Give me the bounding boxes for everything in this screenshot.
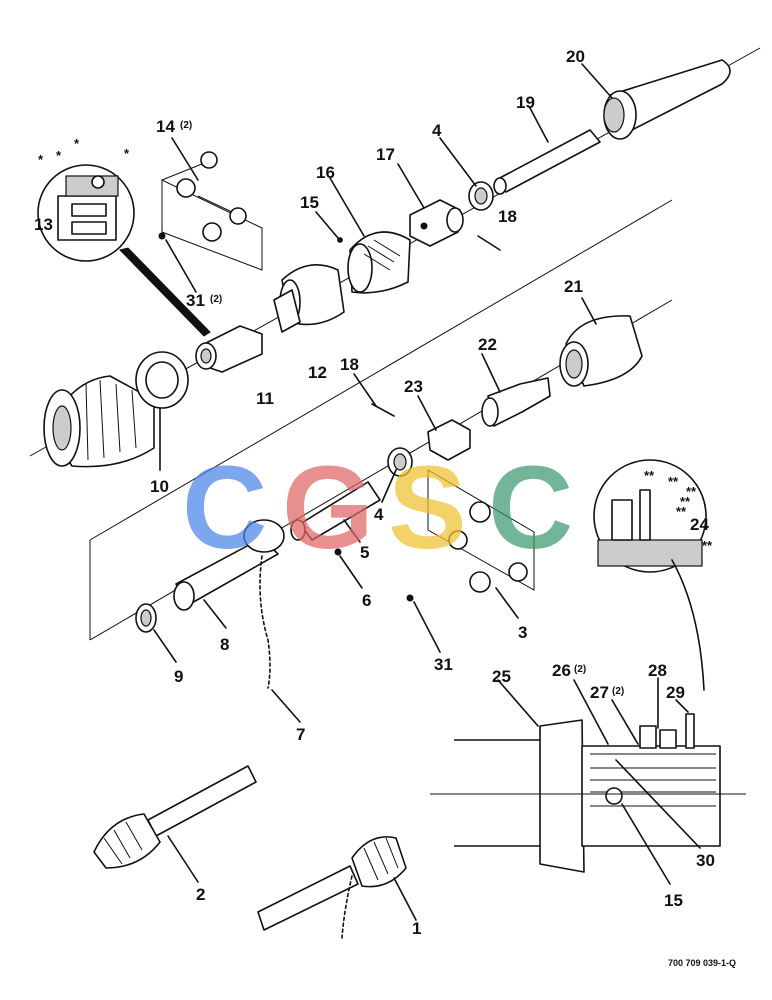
callout-2: 2 <box>196 885 205 904</box>
detail-24-marks: ** ** ** ** ** ** <box>644 468 713 553</box>
callout-29: 29 <box>666 683 685 702</box>
detail-24-mark-4: ** <box>680 494 691 509</box>
part-3-cross-kit <box>427 469 535 593</box>
callout-25: 25 <box>492 667 511 686</box>
detail-13-inset <box>37 164 211 337</box>
detail-24-inset <box>593 459 707 691</box>
callout-3: 3 <box>518 623 527 642</box>
part-17-yoke <box>409 199 464 247</box>
part-8-outer-tube <box>173 519 285 611</box>
callout-27-qty: (2) <box>612 686 624 697</box>
callout-15-lower: 15 <box>664 891 683 910</box>
leader-lines <box>153 63 701 921</box>
callout-31-upper-qty: (2) <box>210 294 222 305</box>
hub-section-detail <box>430 713 746 873</box>
part-9-ring <box>135 603 157 633</box>
detail-24-mark-3: ** <box>686 484 697 499</box>
part-2-shaft-assembly <box>93 765 257 869</box>
callout-22: 22 <box>478 335 497 354</box>
callout-4-upper: 4 <box>432 121 442 140</box>
reference-number: 700 709 039-1-Q <box>668 958 736 968</box>
part-31-clip-upper <box>158 232 166 240</box>
callout-20: 20 <box>566 47 585 66</box>
callout-14-qty: (2) <box>180 120 192 131</box>
part-4-ring-upper <box>468 181 494 211</box>
part-23-cross <box>427 419 471 461</box>
callout-31-lower: 31 <box>434 655 453 674</box>
callout-10: 10 <box>150 477 169 496</box>
part-19-inner-tube <box>493 129 601 195</box>
callout-11: 11 <box>256 389 274 408</box>
part-10-boot <box>43 351 189 468</box>
part-15-fitting-upper <box>337 237 343 243</box>
part-22-yoke-cone <box>481 377 551 427</box>
callout-26-qty: (2) <box>574 664 586 675</box>
part-4-ring-lower <box>387 447 413 477</box>
part-11-yoke <box>195 325 263 373</box>
callout-31-upper: 31 <box>186 291 205 310</box>
watermark-letter-2: G <box>282 442 374 574</box>
detail-13-mark-3: * <box>74 136 80 151</box>
callout-21: 21 <box>564 277 583 296</box>
callout-24: 24 <box>690 515 709 534</box>
detail-24-mark-2: ** <box>668 474 679 489</box>
callout-17: 17 <box>376 145 395 164</box>
part-18-pin-upper <box>477 235 501 251</box>
callout-15-upper: 15 <box>300 193 319 212</box>
part-1-shaft-assembly <box>257 836 407 939</box>
callout-9: 9 <box>174 667 183 686</box>
callout-1: 1 <box>412 919 421 938</box>
callout-19: 19 <box>516 93 535 112</box>
detail-24-mark-1: ** <box>644 468 655 483</box>
part-20-outer-tube <box>603 59 731 140</box>
detail-13-mark-4: * <box>124 146 130 161</box>
part-21-housing <box>559 315 643 387</box>
watermark: C G S C <box>182 442 573 574</box>
callout-27: 27 <box>590 683 609 702</box>
callout-14: 14 <box>156 117 175 136</box>
callout-4-lower: 4 <box>374 505 384 524</box>
callout-8: 8 <box>220 635 229 654</box>
callout-30: 30 <box>696 851 715 870</box>
callout-18-upper: 18 <box>498 207 517 226</box>
part-7-chain <box>259 555 271 689</box>
callout-23: 23 <box>404 377 423 396</box>
callout-16: 16 <box>316 163 335 182</box>
watermark-letter-1: C <box>182 442 267 574</box>
part-12-guard-cone <box>273 264 345 333</box>
part-16-guard-bell <box>347 231 411 294</box>
callout-13: 13 <box>34 215 53 234</box>
watermark-letter-3: S <box>388 442 467 574</box>
watermark-letter-4: C <box>488 442 573 574</box>
callout-12: 12 <box>308 363 327 382</box>
detail-13-mark-1: * <box>38 152 44 167</box>
part-14-cross-kit <box>161 151 263 271</box>
part-5-inner-tube <box>290 481 381 541</box>
detail-13-marks: * * * * <box>38 136 130 167</box>
callout-6: 6 <box>362 591 371 610</box>
detail-24-mark-6: ** <box>702 538 713 553</box>
callout-7: 7 <box>296 725 305 744</box>
part-31-clip-lower <box>406 594 414 602</box>
part-6-fitting <box>334 548 342 556</box>
callout-28: 28 <box>648 661 667 680</box>
callout-labels: 20 19 4 17 18 16 15 14 (2) 13 31 (2) 12 … <box>34 47 715 938</box>
callout-5: 5 <box>360 543 369 562</box>
detail-24-mark-5: ** <box>676 504 687 519</box>
detail-13-mark-2: * <box>56 148 62 163</box>
callout-26: 26 <box>552 661 571 680</box>
callout-18-lower: 18 <box>340 355 359 374</box>
